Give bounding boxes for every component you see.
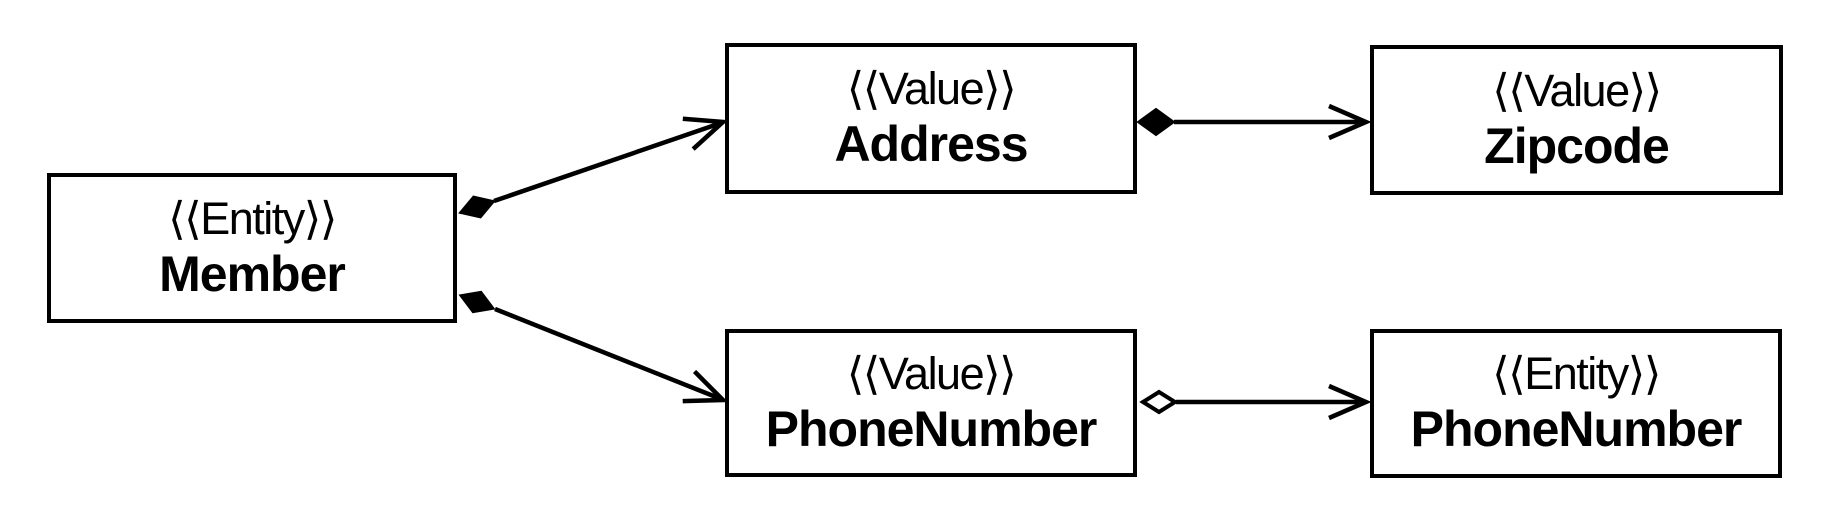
stereotype-label: ⟨⟨Value⟩⟩ (846, 63, 1017, 114)
edge-member-phonenumber-value (458, 290, 729, 404)
open-arrowhead (682, 116, 729, 151)
filled-diamond (458, 290, 496, 314)
class-box-address: ⟨⟨Value⟩⟩ Address (725, 43, 1137, 194)
class-name-label: PhoneNumber (765, 400, 1098, 457)
stereotype-label: ⟨⟨Entity⟩⟩ (1492, 348, 1661, 399)
edge-phonenumber-value-phonenumber-entity (1139, 383, 1372, 421)
class-box-phonenumber-value: ⟨⟨Value⟩⟩ PhoneNumber (725, 329, 1137, 477)
stereotype-label: ⟨⟨Entity⟩⟩ (168, 192, 337, 244)
hollow-diamond (1139, 389, 1179, 415)
connector-line (494, 306, 722, 402)
filled-diamond (458, 195, 496, 219)
filled-diamond (1136, 107, 1176, 137)
class-box-zipcode: ⟨⟨Value⟩⟩ Zipcode (1370, 45, 1783, 195)
edge-member-address (458, 116, 729, 219)
class-box-phonenumber-entity: ⟨⟨Entity⟩⟩ PhoneNumber (1370, 329, 1782, 478)
class-name-label: Member (159, 245, 346, 302)
connector-line (493, 120, 722, 204)
stereotype-label: ⟨⟨Value⟩⟩ (846, 347, 1017, 399)
class-name-label: Address (834, 116, 1028, 172)
open-arrowhead (1328, 383, 1372, 421)
class-box-member: ⟨⟨Entity⟩⟩ Member (47, 173, 457, 323)
edge-address-zipcode (1136, 103, 1372, 141)
open-arrowhead (682, 369, 729, 404)
open-arrowhead (1328, 103, 1372, 141)
class-name-label: PhoneNumber (1410, 401, 1743, 457)
stereotype-label: ⟨⟨Value⟩⟩ (1492, 64, 1662, 116)
class-name-label: Zipcode (1484, 117, 1670, 174)
